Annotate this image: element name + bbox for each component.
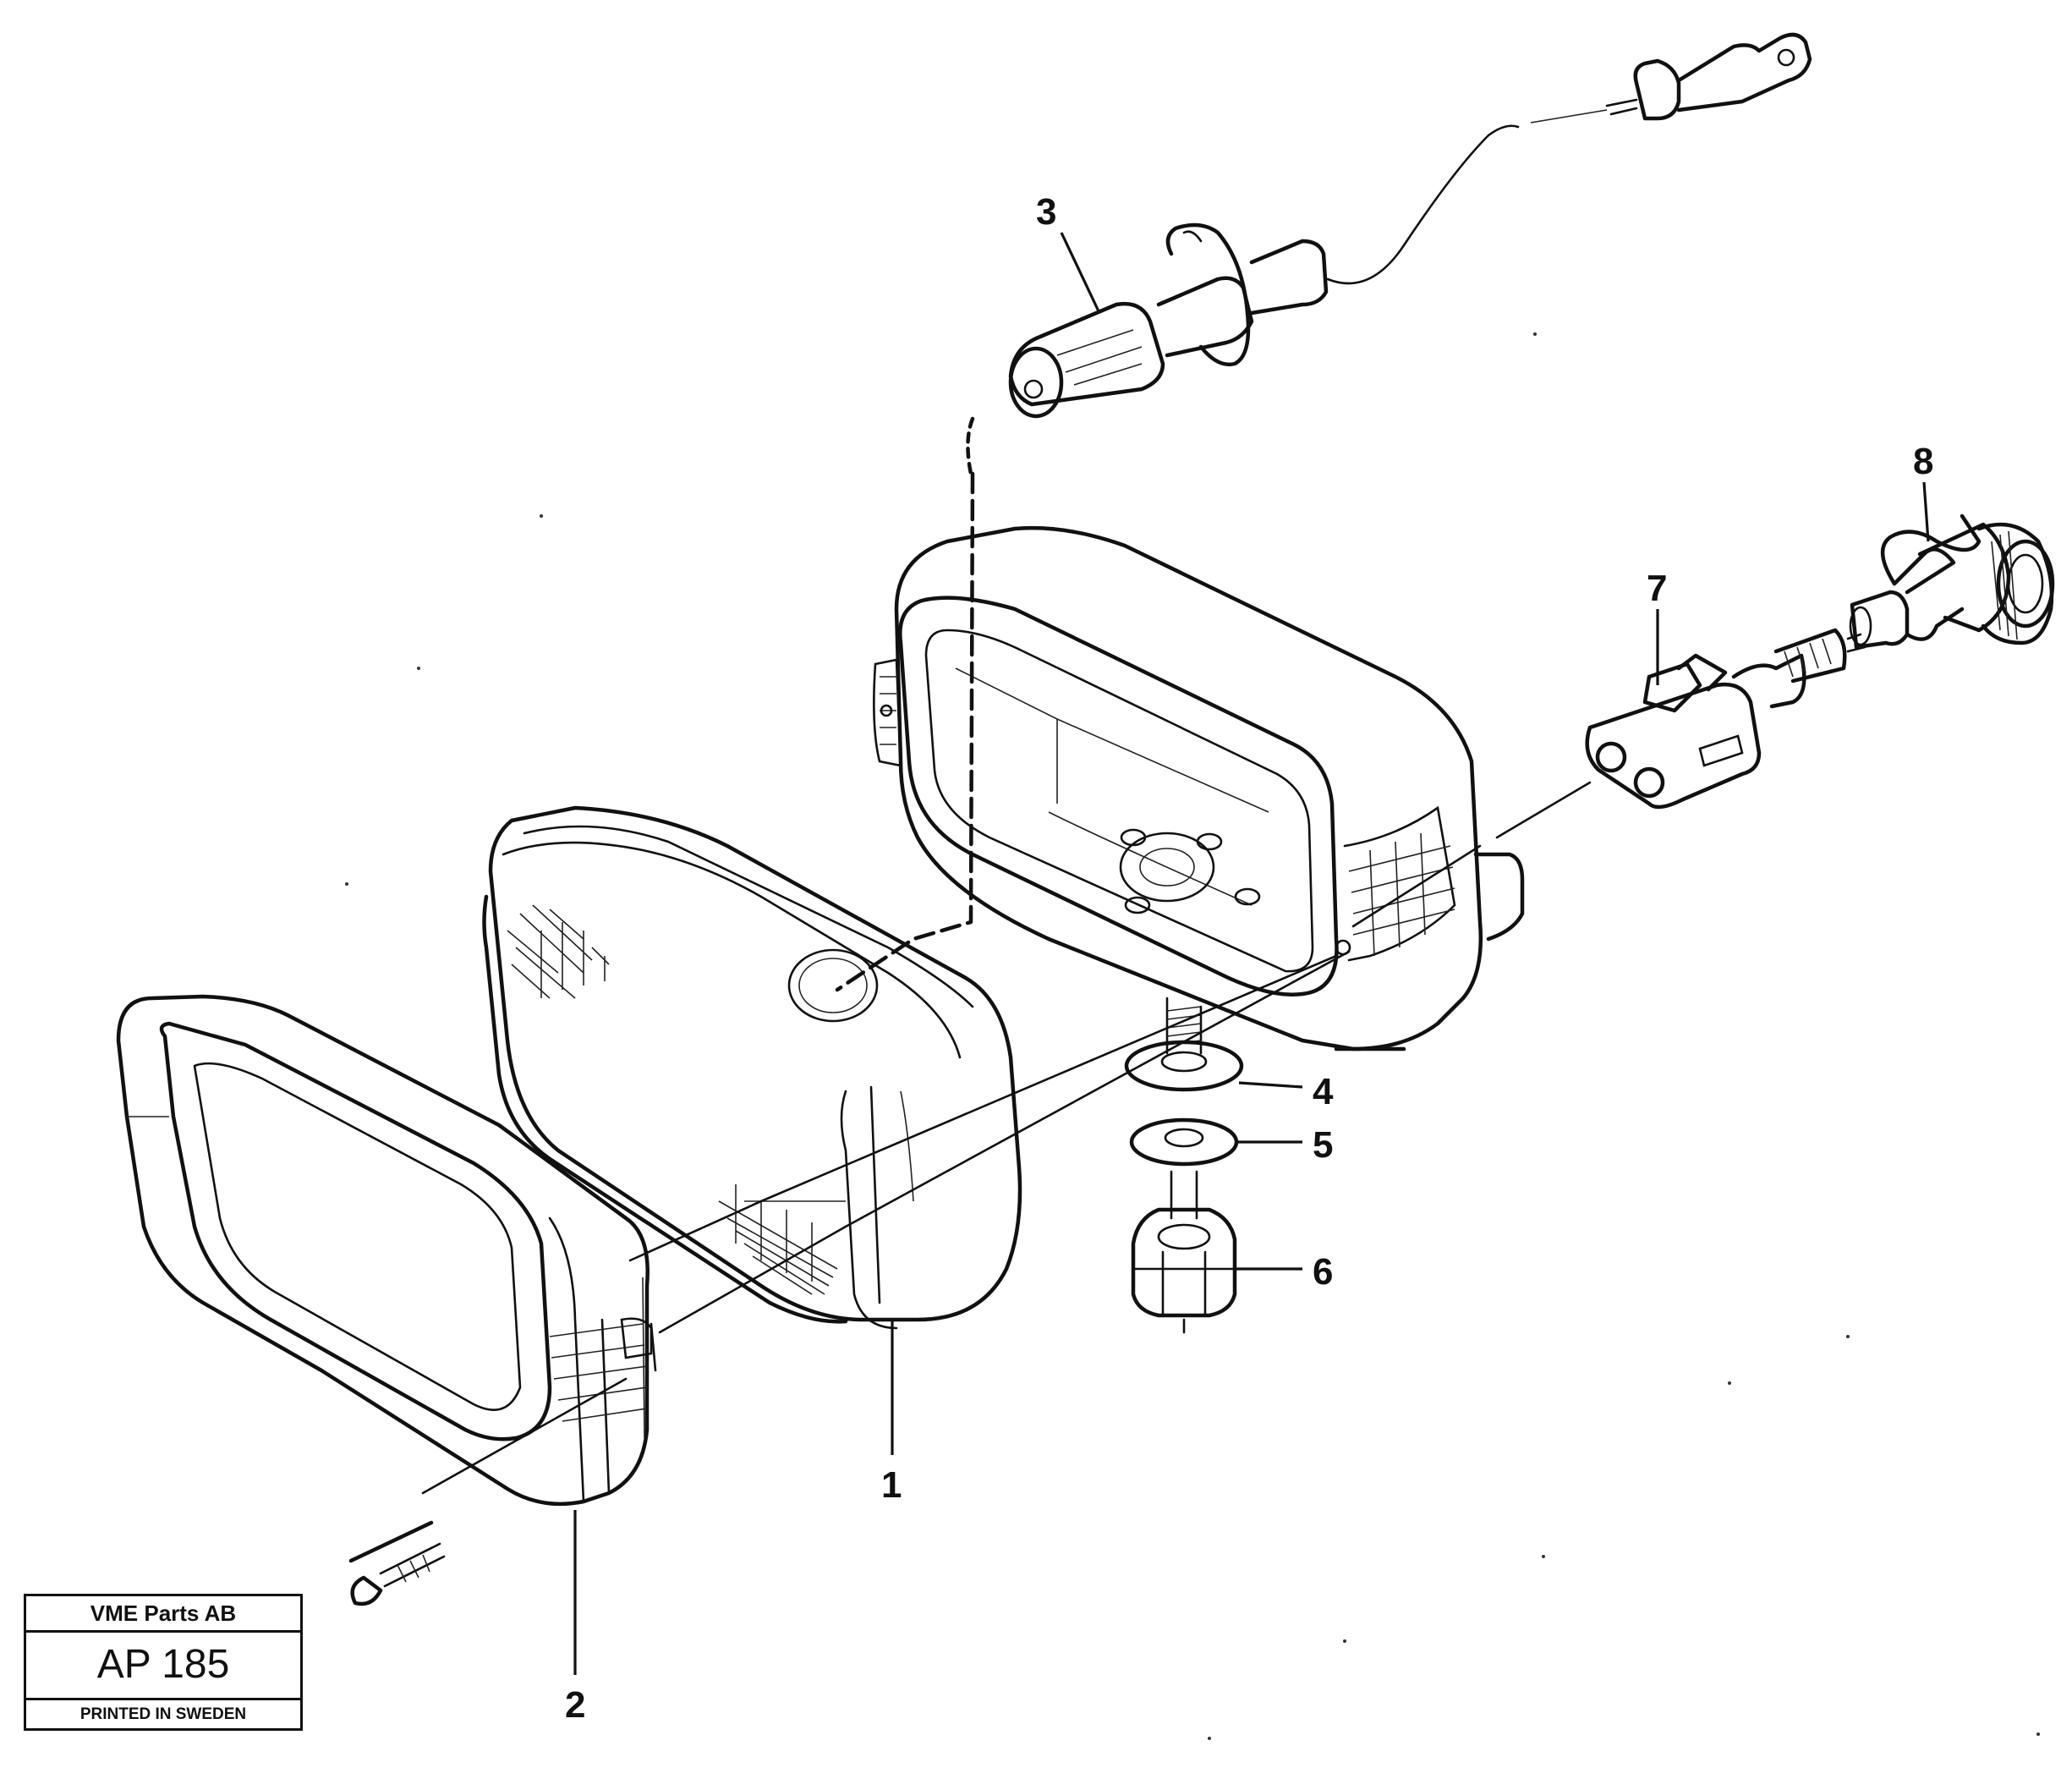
callout-8: 8 xyxy=(1913,441,1933,482)
callout-6: 6 xyxy=(1313,1251,1333,1293)
connector-part xyxy=(1585,628,1866,810)
print-note: PRINTED IN SWEDEN xyxy=(79,1705,247,1723)
mounting-hardware xyxy=(1124,997,1244,1334)
lamp-housing-part xyxy=(873,525,1525,1051)
callout-7: 7 xyxy=(1647,568,1667,609)
callout-leaders xyxy=(573,232,1930,1675)
callout-1: 1 xyxy=(881,1464,902,1506)
bulb-holder-part xyxy=(835,32,1812,992)
scan-specks xyxy=(345,332,2040,1740)
lens-part xyxy=(482,805,1022,1330)
front-frame-part xyxy=(116,994,657,1507)
callout-4: 4 xyxy=(1313,1071,1334,1112)
callout-3: 3 xyxy=(1036,191,1056,233)
callout-5: 5 xyxy=(1313,1124,1333,1166)
callout-2: 2 xyxy=(565,1684,585,1726)
drawing-code: AP 185 xyxy=(26,1630,300,1700)
assembly-lines xyxy=(348,781,1592,1606)
callout-labels: 1 2 3 4 5 6 7 8 xyxy=(565,191,1933,1726)
company-name: VME Parts AB xyxy=(26,1596,300,1633)
elbow-boot-part xyxy=(1849,513,2055,650)
title-block: VME Parts AB AP 185 PRINTED IN SWEDEN xyxy=(24,1594,303,1731)
